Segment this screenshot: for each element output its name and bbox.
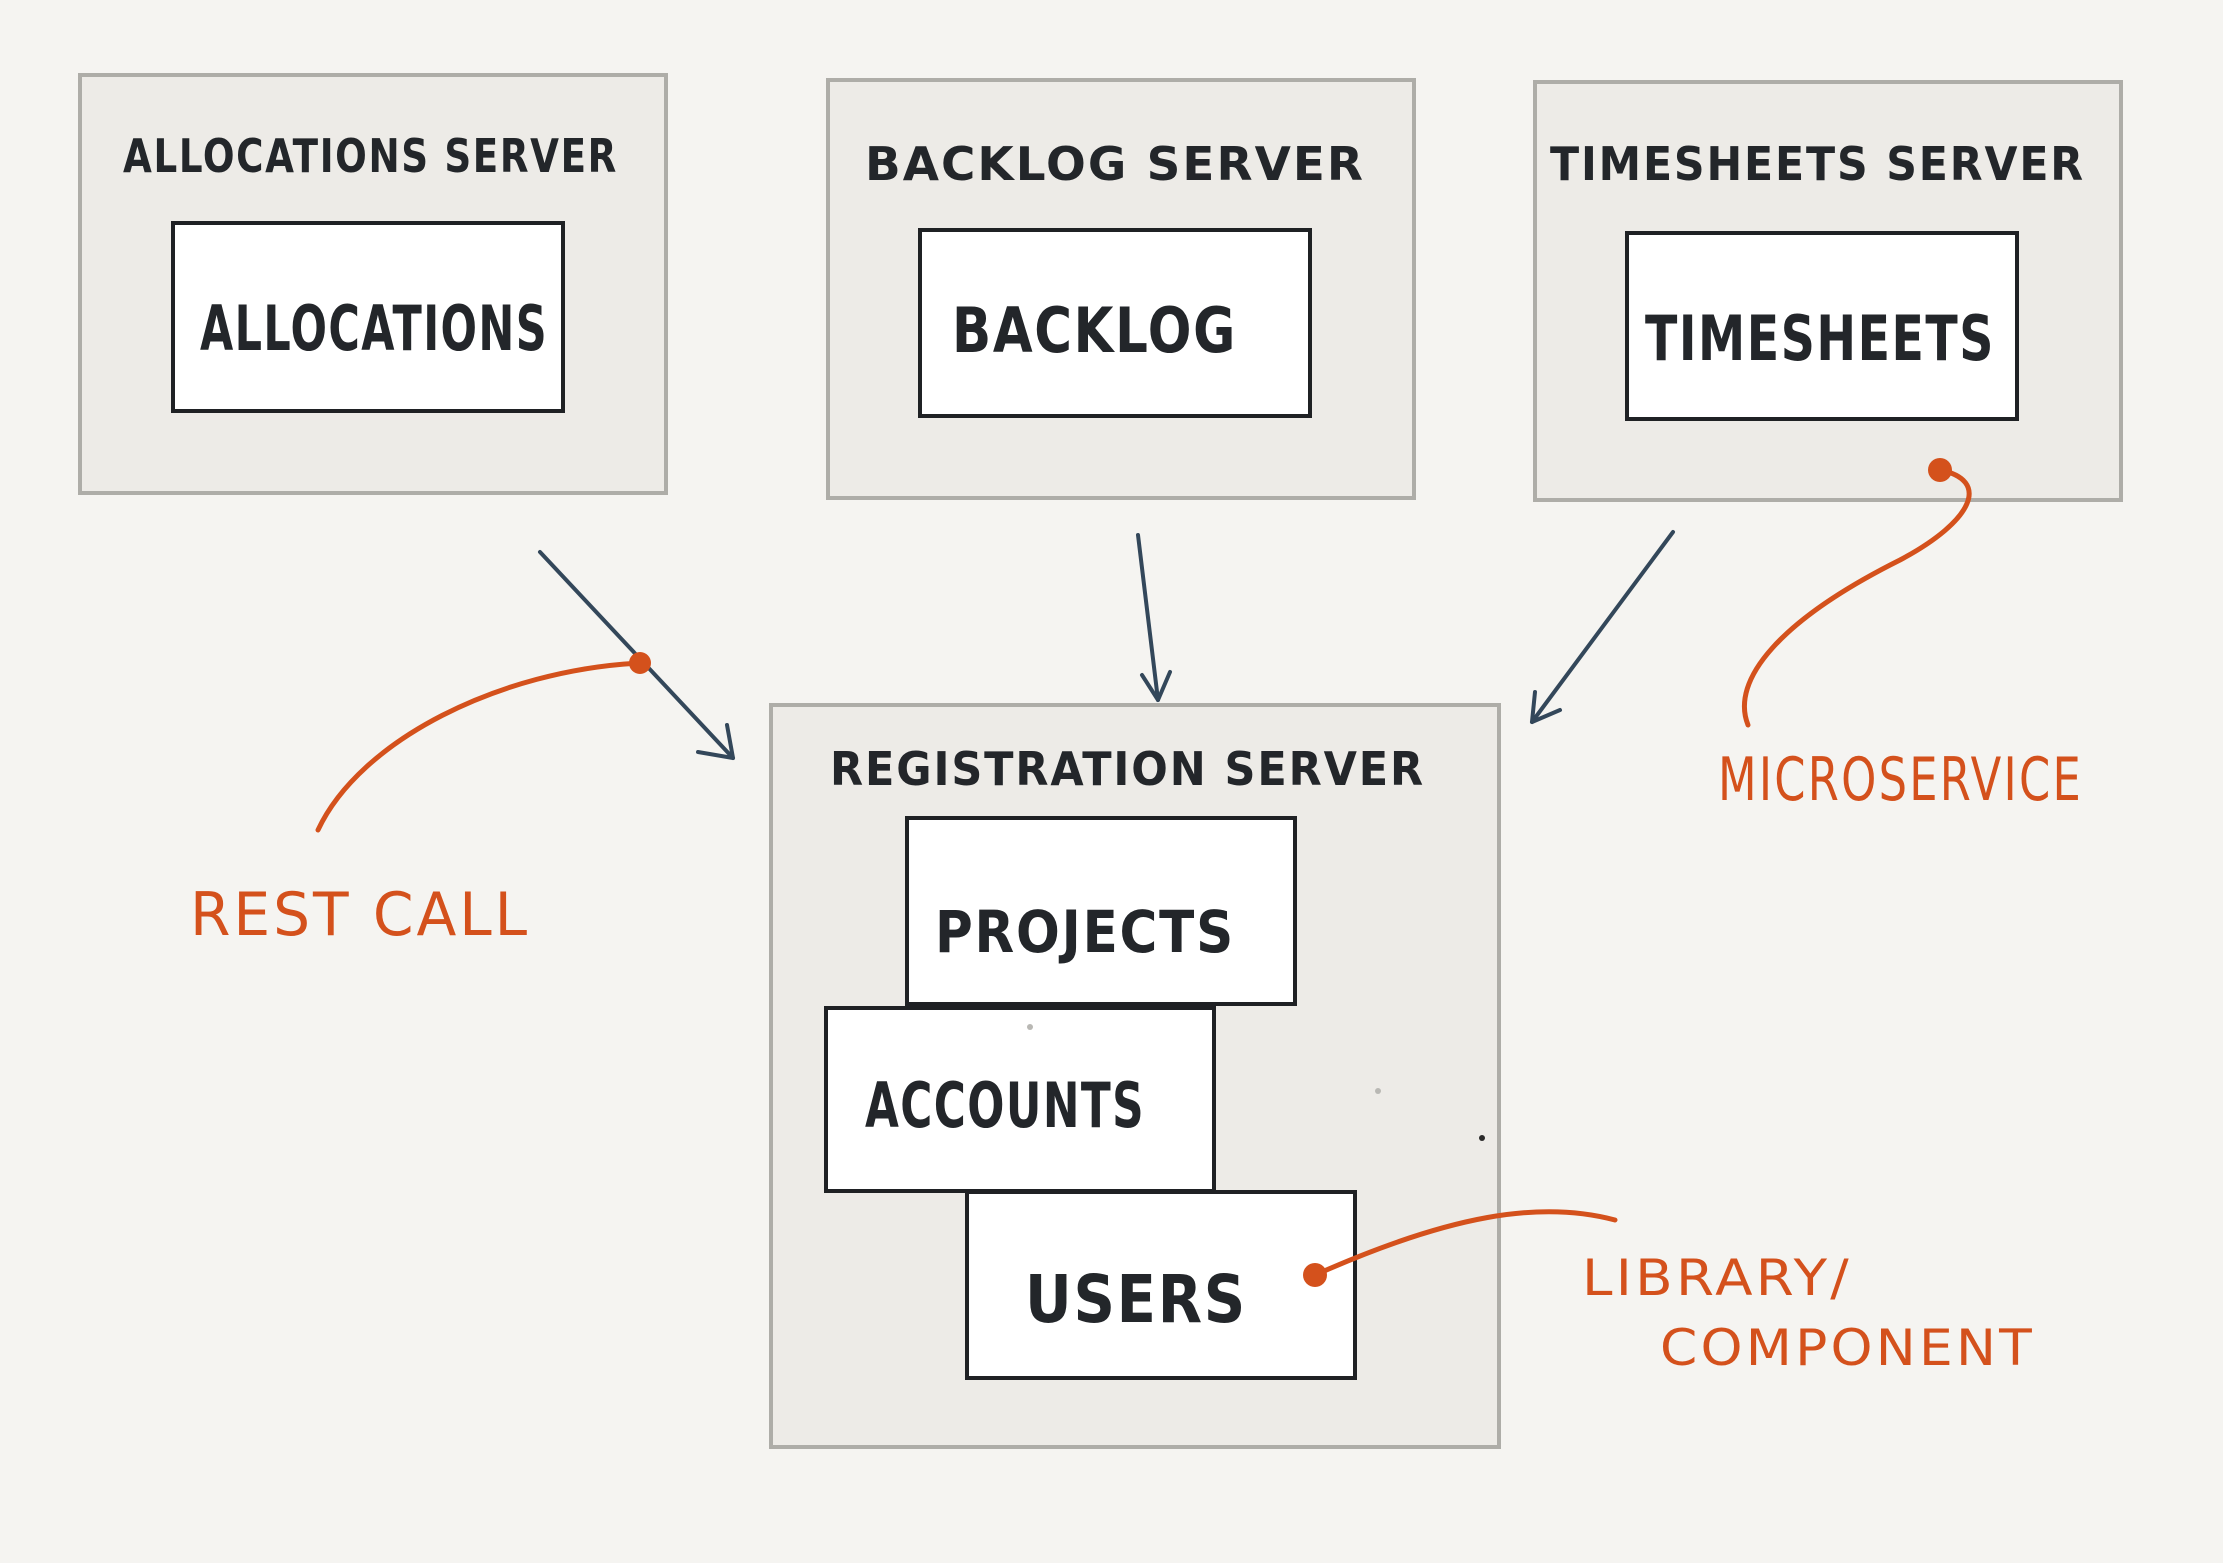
backlog-component-label: BACKLOG xyxy=(952,294,1237,367)
backlog-server: BACKLOG SERVER BACKLOG xyxy=(826,78,1416,500)
registration-server: REGISTRATION SERVER PROJECTS ACCOUNTS US… xyxy=(769,703,1501,1449)
timesheets-server: TIMESHEETS SERVER TIMESHEETS xyxy=(1533,80,2123,502)
accounts-component-label: ACCOUNTS xyxy=(865,1069,1145,1142)
microservice-annotation: MICROSERVICE xyxy=(1718,458,2083,815)
registration-server-title: REGISTRATION SERVER xyxy=(830,742,1425,796)
timesheets-component-label: TIMESHEETS xyxy=(1645,302,1995,375)
allocations-server: ALLOCATIONS SERVER ALLOCATIONS xyxy=(78,73,668,495)
rest-call-arrow-timesheets xyxy=(1530,530,1675,724)
rest-call-arrow-backlog xyxy=(1136,533,1172,702)
timesheets-component: TIMESHEETS xyxy=(1625,231,2019,421)
backlog-component: BACKLOG xyxy=(918,228,1312,418)
projects-component: PROJECTS xyxy=(905,816,1297,1006)
microservice-label: MICROSERVICE xyxy=(1718,745,2083,815)
allocations-server-title: ALLOCATIONS SERVER xyxy=(123,129,618,183)
users-component: USERS xyxy=(965,1190,1357,1380)
projects-component-label: PROJECTS xyxy=(935,898,1235,966)
allocations-component-label: ALLOCATIONS xyxy=(200,292,548,365)
backlog-server-title: BACKLOG SERVER xyxy=(865,137,1365,191)
library-label: LIBRARY/ xyxy=(1582,1249,1852,1307)
stray-dot xyxy=(1375,1088,1381,1094)
component-label: COMPONENT xyxy=(1660,1319,2035,1377)
stray-dot xyxy=(1479,1135,1485,1141)
rest-call-annotation: REST CALL xyxy=(190,652,651,950)
rest-call-label: REST CALL xyxy=(190,880,530,950)
allocations-component: ALLOCATIONS xyxy=(171,221,565,413)
timesheets-server-title: TIMESHEETS SERVER xyxy=(1550,137,2085,191)
users-component-label: USERS xyxy=(1025,1261,1247,1338)
library-component-annotation: LIBRARY/ COMPONENT xyxy=(1303,1209,2035,1377)
accounts-component: ACCOUNTS xyxy=(824,1006,1216,1193)
stray-dot xyxy=(1027,1024,1033,1030)
